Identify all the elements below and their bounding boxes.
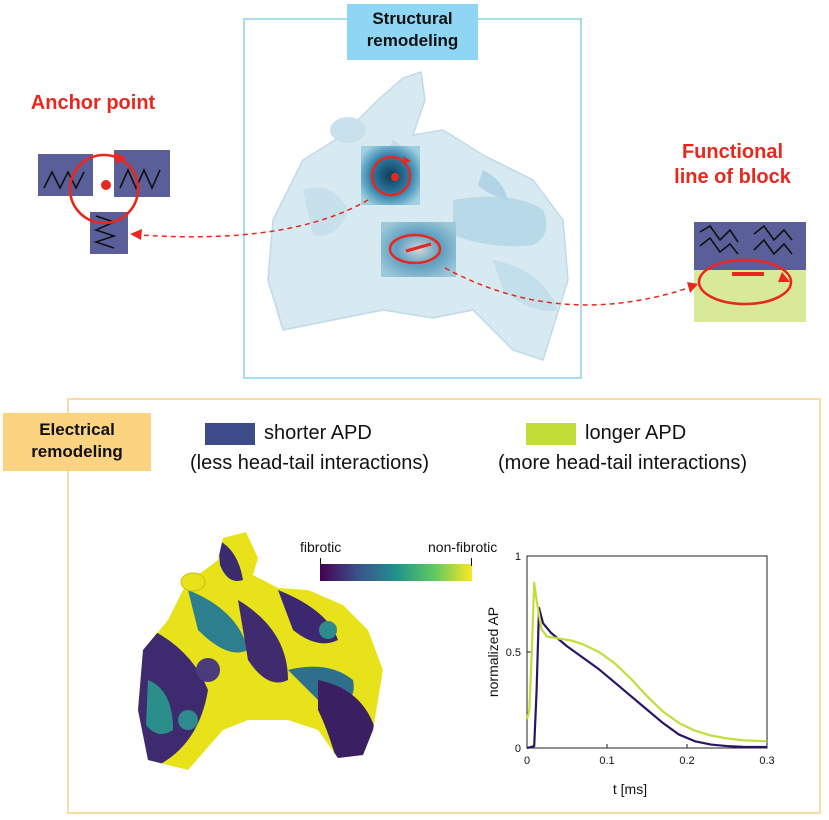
x-ticks: 0 0.1 0.2 0.3 — [524, 744, 775, 767]
y-tick-label: 0 — [515, 743, 521, 755]
fibrosis-patch-block — [381, 222, 456, 277]
x-tick-label: 0.1 — [599, 755, 614, 767]
x-tick-label: 0 — [524, 755, 530, 767]
legend-note-long: (more head-tail interactions) — [498, 452, 747, 474]
block-rotor — [697, 258, 793, 306]
legend-note-short: (less head-tail interactions) — [190, 452, 429, 474]
y-ticks: 00.51 — [506, 551, 531, 755]
functional-diagram — [694, 222, 806, 322]
legend-label-short: shorter APD — [264, 422, 372, 444]
legend-swatch-long — [526, 423, 576, 445]
legend-swatch-short — [205, 423, 255, 445]
functional-title-line2: line of block — [674, 166, 791, 188]
structural-label: Structural remodeling — [347, 4, 478, 60]
connector-arrows — [130, 199, 698, 306]
colorbar — [320, 564, 472, 581]
x-axis-label: t [ms] — [613, 781, 647, 797]
colorbar-right-label: non-fibrotic — [428, 539, 498, 555]
structural-label-line1: Structural — [372, 9, 453, 28]
anchor-dot — [101, 180, 111, 190]
y-tick-label: 0.5 — [506, 647, 521, 659]
electrical-label-line2: remodeling — [31, 442, 123, 462]
electrical-heart — [138, 532, 383, 770]
structural-heart — [267, 71, 569, 361]
electrical-frame — [67, 398, 821, 814]
anchor-diagram — [38, 150, 170, 254]
x-tick-label: 0.3 — [759, 755, 774, 767]
structural-label-line2: remodeling — [366, 31, 459, 51]
y-tick-label: 1 — [515, 551, 521, 563]
electrical-label-line1: Electrical — [39, 420, 115, 439]
x-tick-label: 0.2 — [679, 755, 694, 767]
block-short-apd — [694, 222, 806, 277]
y-axis-label: normalized AP — [485, 607, 501, 697]
colorbar-left-label: fibrotic — [300, 539, 342, 555]
colorbar-tick-left — [320, 558, 321, 566]
anchor-title: Anchor point — [30, 92, 156, 114]
functional-title-line1: Functional — [681, 141, 784, 163]
block-long-apd — [694, 270, 806, 322]
electrical-label: Electrical remodeling — [3, 413, 151, 471]
fibrosis-patch-anchor — [361, 146, 420, 205]
colorbar-tick-right — [471, 558, 472, 566]
series-line-long-apd — [525, 581, 768, 743]
anchor-rotor — [68, 153, 140, 225]
rotor-arrowhead — [114, 152, 126, 164]
series-line-short-apd — [526, 606, 768, 750]
series-group — [525, 581, 768, 750]
functional-title: Functional line of block — [640, 140, 825, 190]
plot-frame — [526, 555, 768, 749]
legend-label-long: longer APD — [585, 422, 687, 444]
heart-body — [267, 71, 569, 361]
